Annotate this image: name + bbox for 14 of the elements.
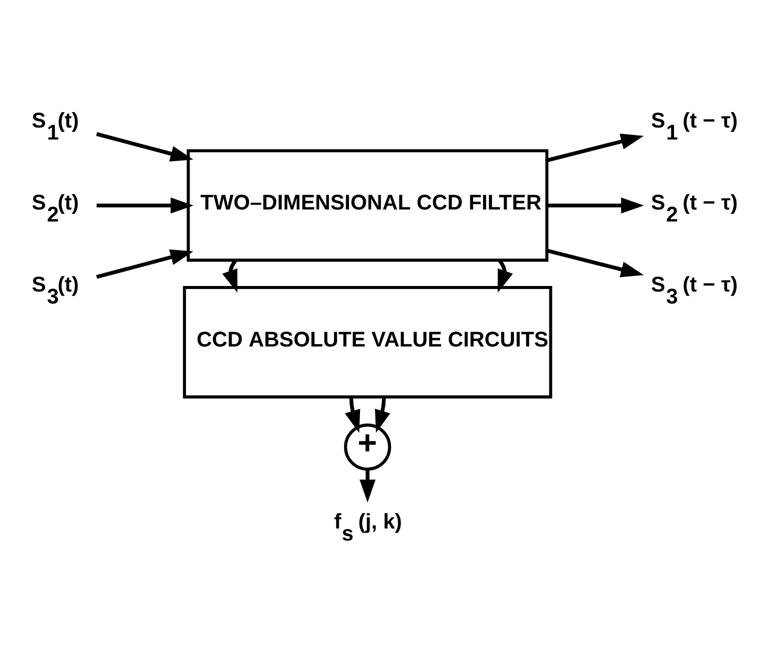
arrow bbox=[222, 259, 238, 293]
arrow bbox=[374, 397, 390, 433]
arrow bbox=[546, 248, 644, 278]
arrow bbox=[546, 134, 644, 162]
arrow bbox=[360, 469, 376, 502]
node-box: TWO–DIMENSIONAL CCD FILTER bbox=[186, 149, 548, 262]
arrow bbox=[547, 197, 644, 214]
node-box: CCD ABSOLUTE VALUE CIRCUITS bbox=[182, 286, 552, 398]
node-circle: + bbox=[344, 424, 392, 471]
arrow bbox=[96, 132, 194, 162]
arrow bbox=[498, 259, 513, 293]
arrow bbox=[96, 197, 194, 214]
arrow bbox=[96, 249, 194, 279]
arrow bbox=[344, 397, 360, 433]
